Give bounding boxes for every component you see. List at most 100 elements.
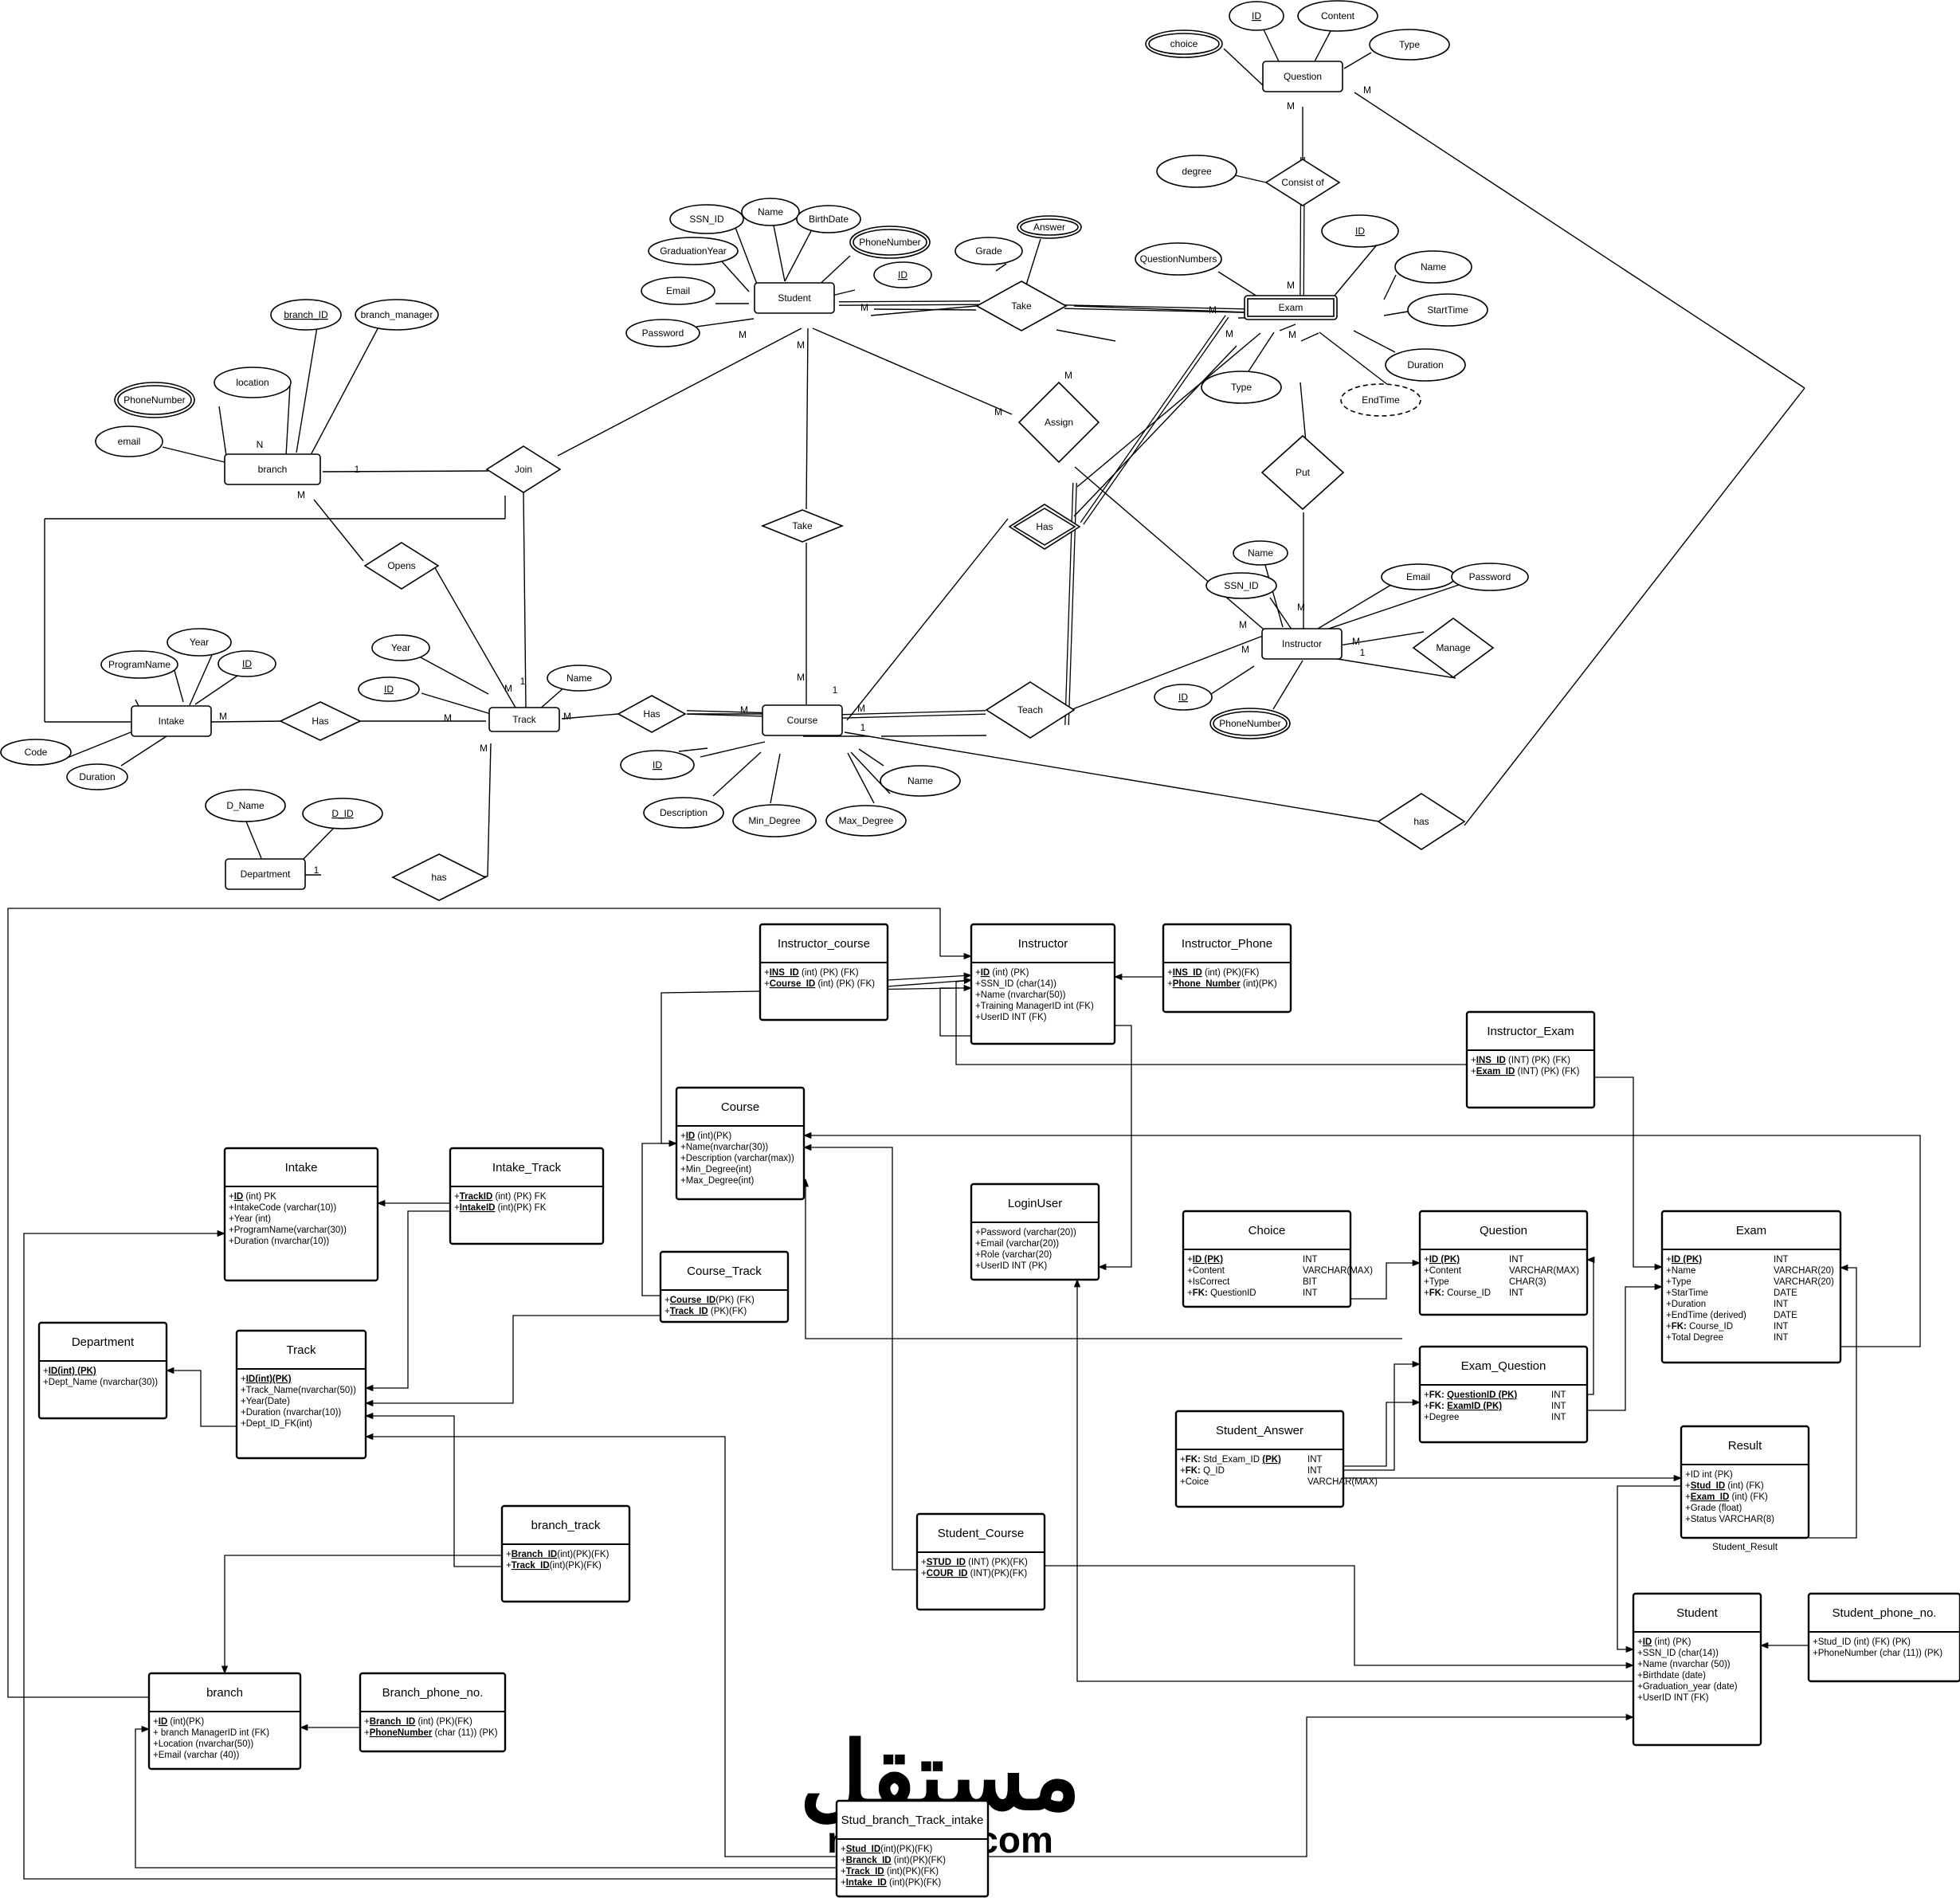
attribute-content: Content xyxy=(1297,0,1378,32)
entity-box xyxy=(1261,628,1343,660)
field-text: (int)(PK)(FK) xyxy=(884,1867,939,1876)
er-connector xyxy=(65,731,131,759)
schema-tables: Instructor_course+INS_ID (int) (PK) (FK)… xyxy=(37,923,1960,1898)
attribute-label: SSN_ID xyxy=(1224,580,1259,591)
attribute-label: Year xyxy=(190,637,209,648)
er-connector xyxy=(1314,30,1331,62)
field-prefix: + xyxy=(841,1867,846,1876)
attribute-phonenumber: PhoneNumber xyxy=(849,225,931,259)
field-key: QuestionID (PK) xyxy=(1447,1390,1517,1400)
field-prefix: + xyxy=(680,1131,686,1141)
relationship-diamond xyxy=(279,701,362,741)
field-text: (INT) (PK)(FK) xyxy=(966,1558,1028,1567)
er-connector xyxy=(433,566,516,708)
attribute-ellipse xyxy=(358,676,420,702)
schema-connectors xyxy=(7,908,1921,1880)
field-prefix: + xyxy=(1685,1515,1691,1524)
er-connector xyxy=(831,289,856,296)
er-connector xyxy=(421,692,492,715)
relationship-assign: Assign xyxy=(1017,381,1100,464)
attribute-label: SSN_ID xyxy=(689,214,724,225)
field-text: Name (nvarchar (50)) xyxy=(1643,1660,1731,1669)
attribute-ellipse xyxy=(214,367,292,398)
schema-connector xyxy=(1586,1256,1595,1395)
attribute-ellipse xyxy=(873,261,932,288)
relationship-label: Put xyxy=(1296,467,1311,478)
attribute-programname: ProgramName xyxy=(100,650,178,679)
field-text: SSN_ID (char(14)) xyxy=(981,979,1056,989)
field-key: Branch_ID xyxy=(370,1717,416,1727)
attribute-label: GraduationYear xyxy=(660,245,727,257)
attribute-ellipse xyxy=(218,650,276,677)
attribute-label: QuestionNumbers xyxy=(1140,253,1217,265)
relationship-take_ex: Take xyxy=(975,280,1068,331)
field-text: StarTime xyxy=(1672,1288,1708,1298)
relationship-has_ex: Has xyxy=(1008,504,1081,550)
er-connector xyxy=(773,225,786,282)
attribute-label: degree xyxy=(1182,166,1212,177)
relationship-diamond xyxy=(485,445,562,493)
er-connector xyxy=(995,263,1007,272)
field-text: PhoneNumber (char (11)) (PK) xyxy=(1818,1649,1943,1658)
field-type: VARCHAR(MAX) xyxy=(1307,1477,1378,1487)
er-connector xyxy=(189,654,213,706)
field-prefix: + xyxy=(664,1296,670,1305)
er-connector xyxy=(712,751,762,797)
attribute-type: Type xyxy=(1201,371,1282,404)
field-prefix: + xyxy=(1637,1682,1643,1692)
er-connector xyxy=(1319,331,1389,386)
attribute-ellipse xyxy=(1451,563,1529,591)
er-connector xyxy=(1076,332,1261,488)
field-text: Location (nvarchar(50)) xyxy=(159,1739,254,1749)
field-text: (INT)(PK)(FK) xyxy=(967,1569,1027,1578)
er-connector xyxy=(310,322,382,456)
er-connector xyxy=(880,735,987,737)
cardinality-label: M xyxy=(1225,328,1233,339)
attribute-phonenumber: PhoneNumber xyxy=(1209,708,1291,739)
table-field: +Content xyxy=(1424,1266,1462,1276)
attribute-code: Code xyxy=(0,739,72,766)
table-field: +Branck_ID (int)(PK)(FK) xyxy=(841,1856,946,1865)
table-box xyxy=(1807,1592,1960,1683)
field-key: ID (PK) xyxy=(1429,1255,1460,1265)
relationship-diamond xyxy=(1260,434,1345,511)
schema-connector xyxy=(165,1367,237,1427)
relationship-opens: Opens xyxy=(363,542,440,590)
field-prefix: + xyxy=(1685,1504,1691,1513)
table-field: +Year (int) xyxy=(229,1214,271,1224)
table-name: Instructor_Exam xyxy=(1487,1025,1574,1038)
field-type: VARCHAR(20) xyxy=(1774,1266,1834,1276)
table-box xyxy=(1680,1425,1810,1539)
table-field: +ID (int) (PK) xyxy=(1637,1637,1691,1647)
attribute-ellipse xyxy=(1156,155,1237,188)
field-prefix: + xyxy=(1424,1413,1429,1422)
schema-connector xyxy=(1343,1360,1421,1471)
attribute-ellipse xyxy=(625,319,700,347)
table-field: +Coice xyxy=(1180,1477,1209,1487)
attribute-ellipse xyxy=(1340,383,1421,417)
attribute-label: branch_manager xyxy=(361,309,433,320)
field-prefix: + xyxy=(1167,979,1173,989)
attribute-label: email xyxy=(118,436,141,447)
schema-connector xyxy=(364,1433,837,1857)
cardinality-label: M xyxy=(563,711,571,722)
er-connector xyxy=(538,686,566,711)
table-box xyxy=(1182,1210,1352,1308)
field-prefix: + xyxy=(1424,1402,1429,1411)
attribute-ellipse xyxy=(547,665,612,692)
table-field: +PhoneNumber (char (11)) (PK) xyxy=(364,1728,498,1738)
attribute-label: Year xyxy=(391,642,410,653)
field-key: Intake_ID xyxy=(846,1878,887,1888)
table-box xyxy=(37,1321,168,1420)
field-key: ID xyxy=(981,968,990,978)
table-field: +Track_ID (int)(PK)(FK) xyxy=(841,1867,939,1876)
table-field: + branch ManagerID int (FK) xyxy=(153,1728,269,1738)
attribute-name: Name xyxy=(547,665,612,692)
field-prefix: + xyxy=(43,1378,49,1387)
table-field: +FK: ExamID (PK) xyxy=(1424,1402,1502,1411)
field-key: (PK) xyxy=(1262,1455,1281,1465)
table-box xyxy=(970,1182,1100,1281)
er-connector xyxy=(719,259,750,292)
table-name: Choice xyxy=(1249,1224,1286,1237)
er-double-connector xyxy=(1064,304,1246,310)
